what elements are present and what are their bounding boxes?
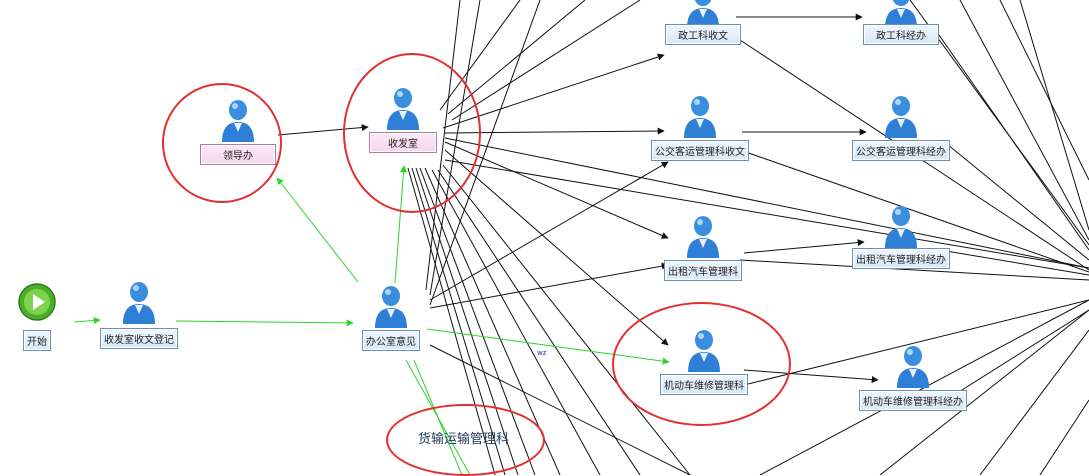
- node-transit-receive-label: 公交客运管理科收文: [651, 140, 749, 161]
- black-edge: [444, 127, 665, 135]
- black-edge: [879, 309, 1089, 475]
- black-edge: [437, 169, 641, 475]
- black-edge: [739, 259, 1089, 281]
- node-politics-receive-label: 政工科收文: [665, 24, 741, 45]
- node-politics-handle[interactable]: 政工科经办: [856, 0, 946, 62]
- node-mailroom[interactable]: 收发室: [358, 84, 448, 164]
- node-start-label: 开始: [23, 330, 51, 351]
- node-transit-handle[interactable]: 公交客运管理科经办: [852, 92, 950, 172]
- black-edge: [953, 309, 1089, 396]
- black-edge: [439, 0, 521, 111]
- black-edge: [429, 0, 541, 306]
- green-edges: [73, 165, 670, 475]
- green-edge: [73, 316, 101, 324]
- green-edge: [276, 177, 359, 283]
- black-edge: [429, 262, 669, 309]
- black-edge: [419, 167, 536, 475]
- person-icon: [123, 282, 155, 324]
- black-edge: [411, 167, 506, 475]
- node-vehicle-repair-label: 机动车维修管理科: [660, 374, 748, 395]
- node-vehicle-handle[interactable]: 机动车维修管理科经办: [859, 342, 967, 422]
- black-edge: [447, 0, 586, 115]
- black-edge: [939, 249, 1089, 276]
- black-edge: [743, 239, 865, 254]
- green-edge: [426, 328, 670, 365]
- person-icon: [885, 0, 917, 28]
- black-edge: [1019, 0, 1089, 231]
- black-edge: [1039, 399, 1089, 475]
- black-edge: [442, 53, 665, 129]
- start-play-icon: [18, 283, 56, 321]
- person-icon: [375, 286, 407, 328]
- black-edge: [444, 137, 1089, 269]
- black-edge: [743, 299, 1089, 386]
- black-edges: [277, 0, 1089, 475]
- black-edge: [425, 0, 461, 291]
- node-leader-office[interactable]: 领导办: [193, 96, 283, 176]
- black-edge: [424, 167, 561, 475]
- black-edge: [999, 0, 1089, 181]
- node-politics-handle-label: 政工科经办: [863, 24, 939, 45]
- person-icon: [387, 88, 419, 130]
- black-edge: [959, 0, 1089, 241]
- black-edge: [429, 0, 481, 296]
- person-icon: [688, 330, 720, 372]
- node-vehicle-handle-label: 机动车维修管理科经办: [859, 390, 967, 411]
- black-edge: [444, 141, 669, 239]
- node-register-label: 收发室收文登记: [100, 328, 178, 349]
- black-edge: [739, 149, 1089, 273]
- node-transit-receive[interactable]: 公交客运管理科收文: [651, 92, 749, 172]
- green-edge: [413, 359, 463, 475]
- black-edge: [979, 329, 1089, 475]
- black-edge: [444, 149, 669, 346]
- small-mark-text: wz: [537, 349, 547, 357]
- black-edge: [941, 139, 1089, 261]
- node-office-opinion[interactable]: 办公室意见: [346, 282, 436, 362]
- black-edge: [451, 0, 641, 121]
- black-edge: [743, 369, 879, 384]
- node-taxi-handle-label: 出租汽车管理科经办: [852, 248, 950, 269]
- node-mailroom-label: 收发室: [369, 132, 437, 153]
- node-vehicle-repair[interactable]: 机动车维修管理科: [659, 326, 749, 406]
- node-start[interactable]: 开始: [0, 282, 82, 362]
- black-edge: [442, 164, 691, 475]
- person-icon: [687, 216, 719, 258]
- node-transit-handle-label: 公交客运管理科经办: [852, 140, 950, 161]
- person-icon: [684, 96, 716, 138]
- green-edge: [175, 319, 354, 327]
- node-leader-office-label: 领导办: [200, 144, 276, 165]
- person-icon: [222, 100, 254, 142]
- freight-annotation-text: 货输运输管理科: [418, 432, 510, 447]
- node-politics-receive[interactable]: 政工科收文: [658, 0, 748, 62]
- black-edge: [429, 344, 691, 475]
- person-icon: [687, 0, 719, 28]
- node-register[interactable]: 收发室收文登记: [94, 278, 184, 358]
- black-edge: [431, 169, 601, 475]
- person-icon: [897, 346, 929, 388]
- black-edge: [429, 161, 669, 301]
- green-edge: [394, 165, 408, 284]
- node-taxi-handle[interactable]: 出租汽车管理科经办: [852, 202, 950, 282]
- black-edge: [415, 167, 519, 475]
- black-edge: [909, 0, 1089, 246]
- node-office-opinion-label: 办公室意见: [362, 330, 420, 351]
- node-taxi-office-label: 出租汽车管理科: [664, 260, 742, 281]
- black-edge: [277, 124, 369, 136]
- node-taxi-office[interactable]: 出租汽车管理科: [658, 212, 748, 292]
- black-edge: [444, 159, 1089, 269]
- black-edge: [407, 167, 496, 475]
- person-icon: [885, 96, 917, 138]
- person-icon: [885, 206, 917, 248]
